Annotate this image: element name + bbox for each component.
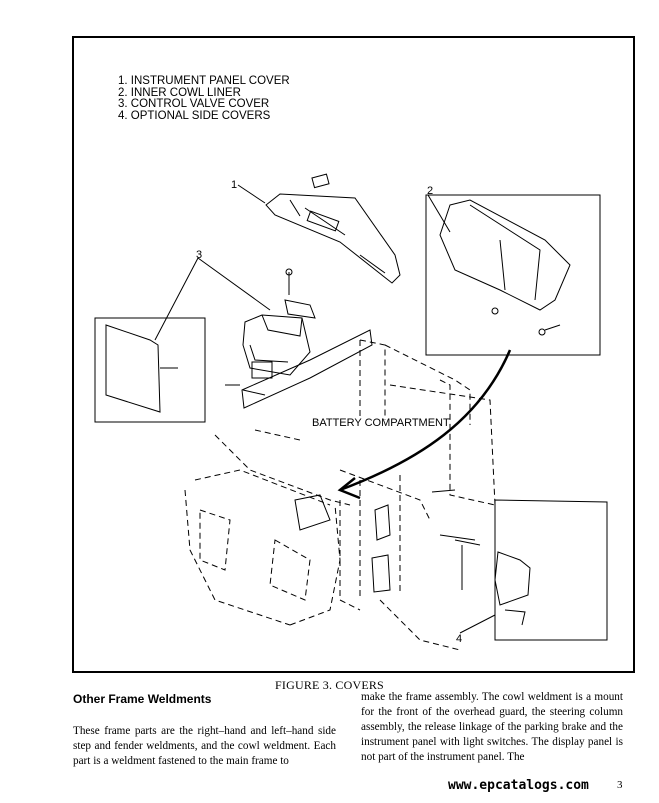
left-side-panel [94,317,206,423]
watermark-link[interactable]: www.epcatalogs.com [446,778,591,793]
legend-item: 2. INNER COWL LINER [118,86,241,99]
callout-4: 4 [456,633,462,645]
left-column: Other Frame Weldments These frame parts … [73,690,336,769]
figure-legend: 1. INSTRUMENT PANEL COVER 2. INNER COWL … [118,75,290,122]
frame-dashed-outline [184,339,496,651]
inner-cowl-liner-inset [425,194,601,356]
control-valve-cover [225,268,316,396]
section-heading: Other Frame Weldments [73,692,212,706]
legend-item: 1. INSTRUMENT PANEL COVER [118,75,290,87]
page-number: 3 [617,779,623,791]
callout-1: 1 [231,179,237,191]
callout-3: 3 [196,249,202,261]
covers-exploded-drawing: 1 2 3 4 BATTERY COMPARTMENT [94,173,608,651]
right-paragraph: make the frame assembly. The cowl weldme… [361,691,623,763]
legend-item: 4. OPTIONAL SIDE COVERS [118,109,271,122]
left-paragraph: These frame parts are the right–hand and… [73,725,336,767]
legend-item: 3. CONTROL VALVE COVER [118,98,270,110]
callout-2: 2 [427,185,433,197]
battery-compartment-label: BATTERY COMPARTMENT [312,417,450,429]
figure-caption: FIGURE 3. COVERS [275,678,384,692]
figure-frame [72,36,635,673]
optional-side-covers [431,489,608,641]
instrument-panel-cover [265,173,401,284]
right-column: make the frame assembly. The cowl weldme… [361,690,623,765]
